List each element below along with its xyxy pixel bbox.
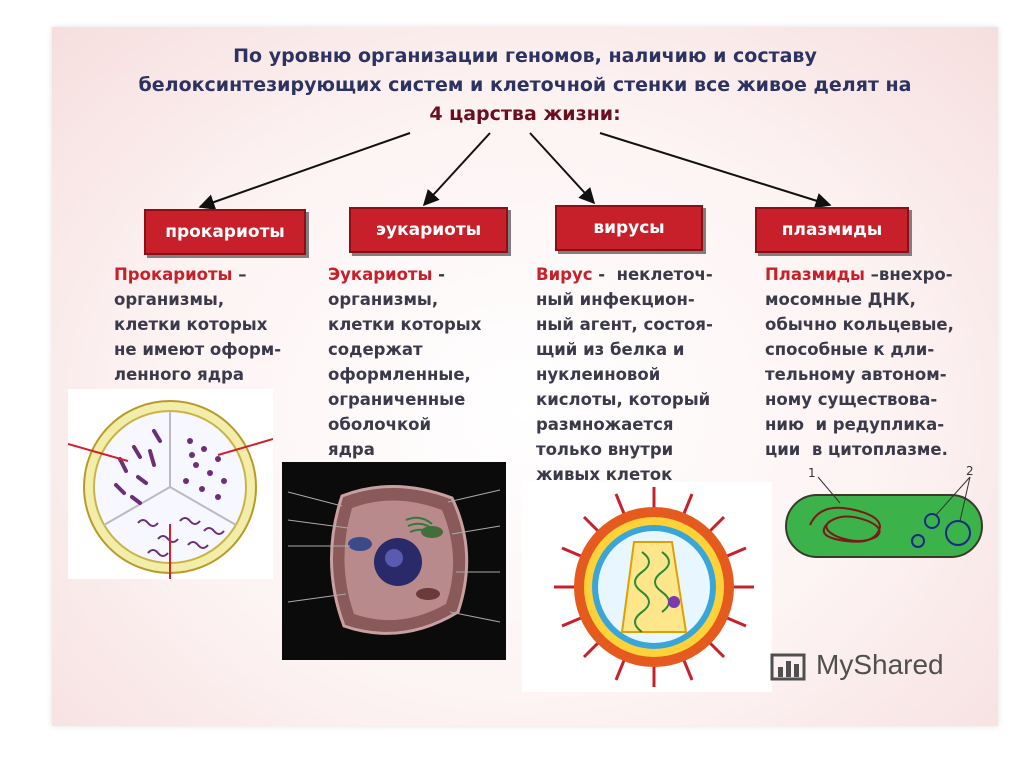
title-line-1: По уровню организации геномов, наличию и… (233, 45, 817, 67)
plasmids-text: –внехро- мосомные ДНК, обычно кольцевые,… (765, 265, 954, 459)
plasmid-label-1: 1 (808, 466, 816, 480)
plasmids-description: Плазмиды –внехро- мосомные ДНК, обычно к… (765, 262, 954, 462)
viruses-description: Вирус - неклеточ- ный инфекцион- ный аге… (536, 262, 713, 487)
prokaryotes-description: Прокариоты – организмы, клетки которых н… (114, 262, 281, 387)
myshared-watermark: MyShared (770, 647, 944, 683)
slide: По уровню организации геномов, наличию и… (52, 27, 998, 726)
eukaryotes-description: Эукариоты - организмы, клетки которых со… (328, 262, 481, 462)
plasmid-image: 1 2 (780, 465, 990, 565)
watermark-text: MyShared (816, 649, 944, 680)
virus-image (522, 482, 772, 692)
eukaryote-cell-image (282, 462, 506, 660)
prokaryotes-text: – организмы, клетки которых не имеют офо… (114, 265, 282, 384)
viruses-term: Вирус (536, 265, 593, 284)
arrow-to-plasmids (599, 132, 832, 209)
title-line-2: белоксинтезирующих систем и клеточной ст… (138, 74, 912, 96)
arrow-to-eukaryotes (422, 132, 491, 207)
title-line-3: 4 царства жизни: (429, 103, 621, 125)
plasmids-term: Плазмиды (765, 265, 865, 284)
eukaryotes-term: Эукариоты (328, 265, 433, 284)
eukaryotes-text: - организмы, клетки которых содержат офо… (328, 265, 482, 459)
arrow-to-prokaryotes (198, 132, 411, 210)
category-plasmids: плазмиды (755, 207, 909, 253)
arrow-to-viruses (529, 132, 596, 205)
branch-arrows (198, 132, 832, 210)
viruses-text: - неклеточ- ный инфекцион- ный агент, со… (536, 265, 713, 484)
slide-title: По уровню организации геномов, наличию и… (52, 42, 998, 129)
chart-icon (770, 653, 806, 681)
category-viruses: вирусы (555, 205, 703, 251)
prokaryote-cell-image (68, 389, 273, 579)
plasmid-label-2: 2 (966, 465, 974, 478)
category-prokaryotes: прокариоты (144, 209, 306, 255)
prokaryotes-term: Прокариоты (114, 265, 233, 284)
category-eukaryotes: эукариоты (349, 207, 508, 253)
